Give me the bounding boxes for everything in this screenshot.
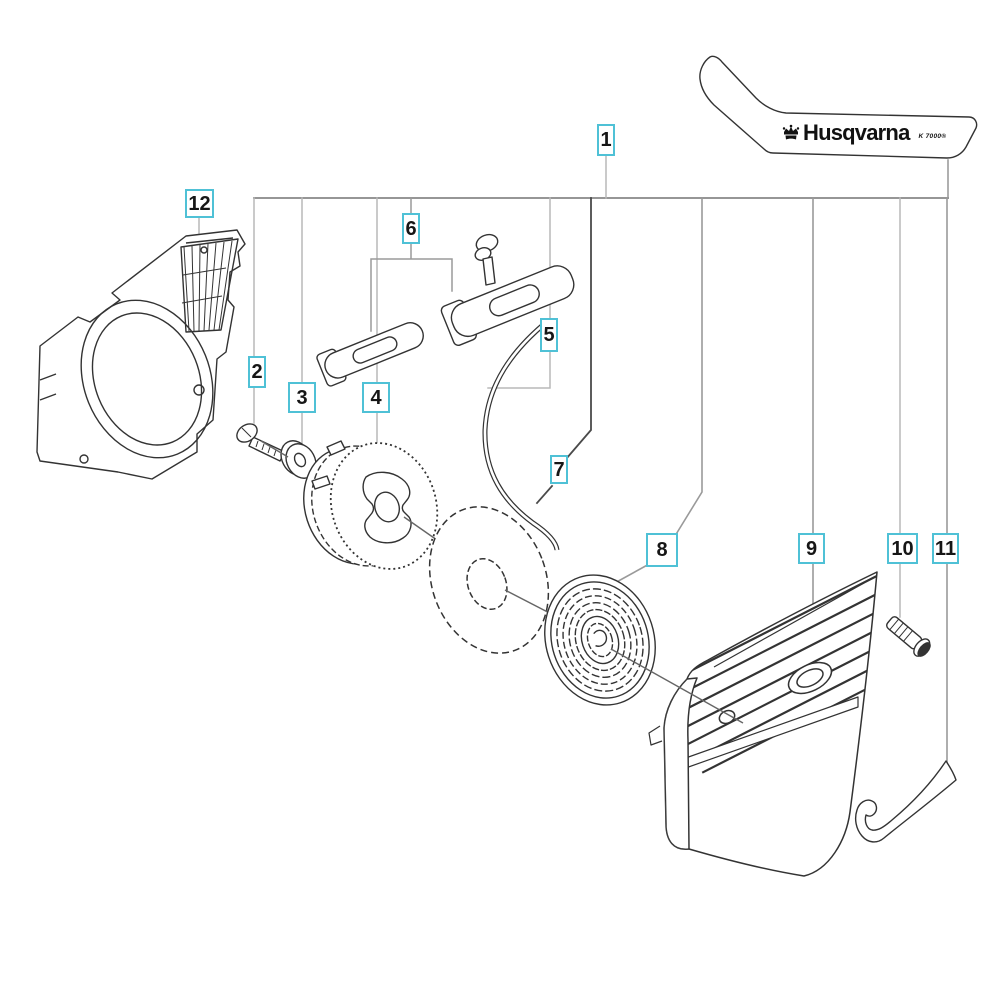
part-3-washer-drawing <box>280 440 317 479</box>
brand-model-text: K 7000® <box>918 132 947 140</box>
part-8-recoil-spring-drawing <box>544 574 656 706</box>
part-12-fan-housing-drawing <box>36 229 246 480</box>
part-1-decal-drawing <box>699 55 978 159</box>
callout-1[interactable]: 1 <box>597 124 615 156</box>
part-10-screw-drawing <box>886 616 931 657</box>
callout-11[interactable]: 11 <box>932 533 959 564</box>
callout-10[interactable]: 10 <box>887 533 918 564</box>
callout-7[interactable]: 7 <box>550 455 568 484</box>
brand-wordmark: Husqvarna <box>803 120 910 145</box>
part-4-starter-pulley-drawing <box>303 440 439 570</box>
husqvarna-crown-icon <box>782 124 800 140</box>
part-11-trim-strip-drawing <box>854 760 957 843</box>
part-2-screw-drawing <box>236 423 286 462</box>
part-9-starter-cover-drawing <box>648 571 878 877</box>
callout-6[interactable]: 6 <box>402 213 420 244</box>
callout-8[interactable]: 8 <box>646 533 678 567</box>
part-7-friction-disc-drawing <box>428 506 550 654</box>
husqvarna-logo: Husqvarna K 7000® <box>781 120 946 146</box>
callout-3[interactable]: 3 <box>288 382 316 413</box>
part-5-6-starter-handle-drawing <box>316 233 575 551</box>
callout-4[interactable]: 4 <box>362 382 390 413</box>
callout-5[interactable]: 5 <box>540 318 558 352</box>
callout-9[interactable]: 9 <box>798 533 825 564</box>
callout-12[interactable]: 12 <box>185 189 214 218</box>
assembly-axis-line-4 <box>610 648 744 724</box>
callout-2[interactable]: 2 <box>248 356 266 388</box>
